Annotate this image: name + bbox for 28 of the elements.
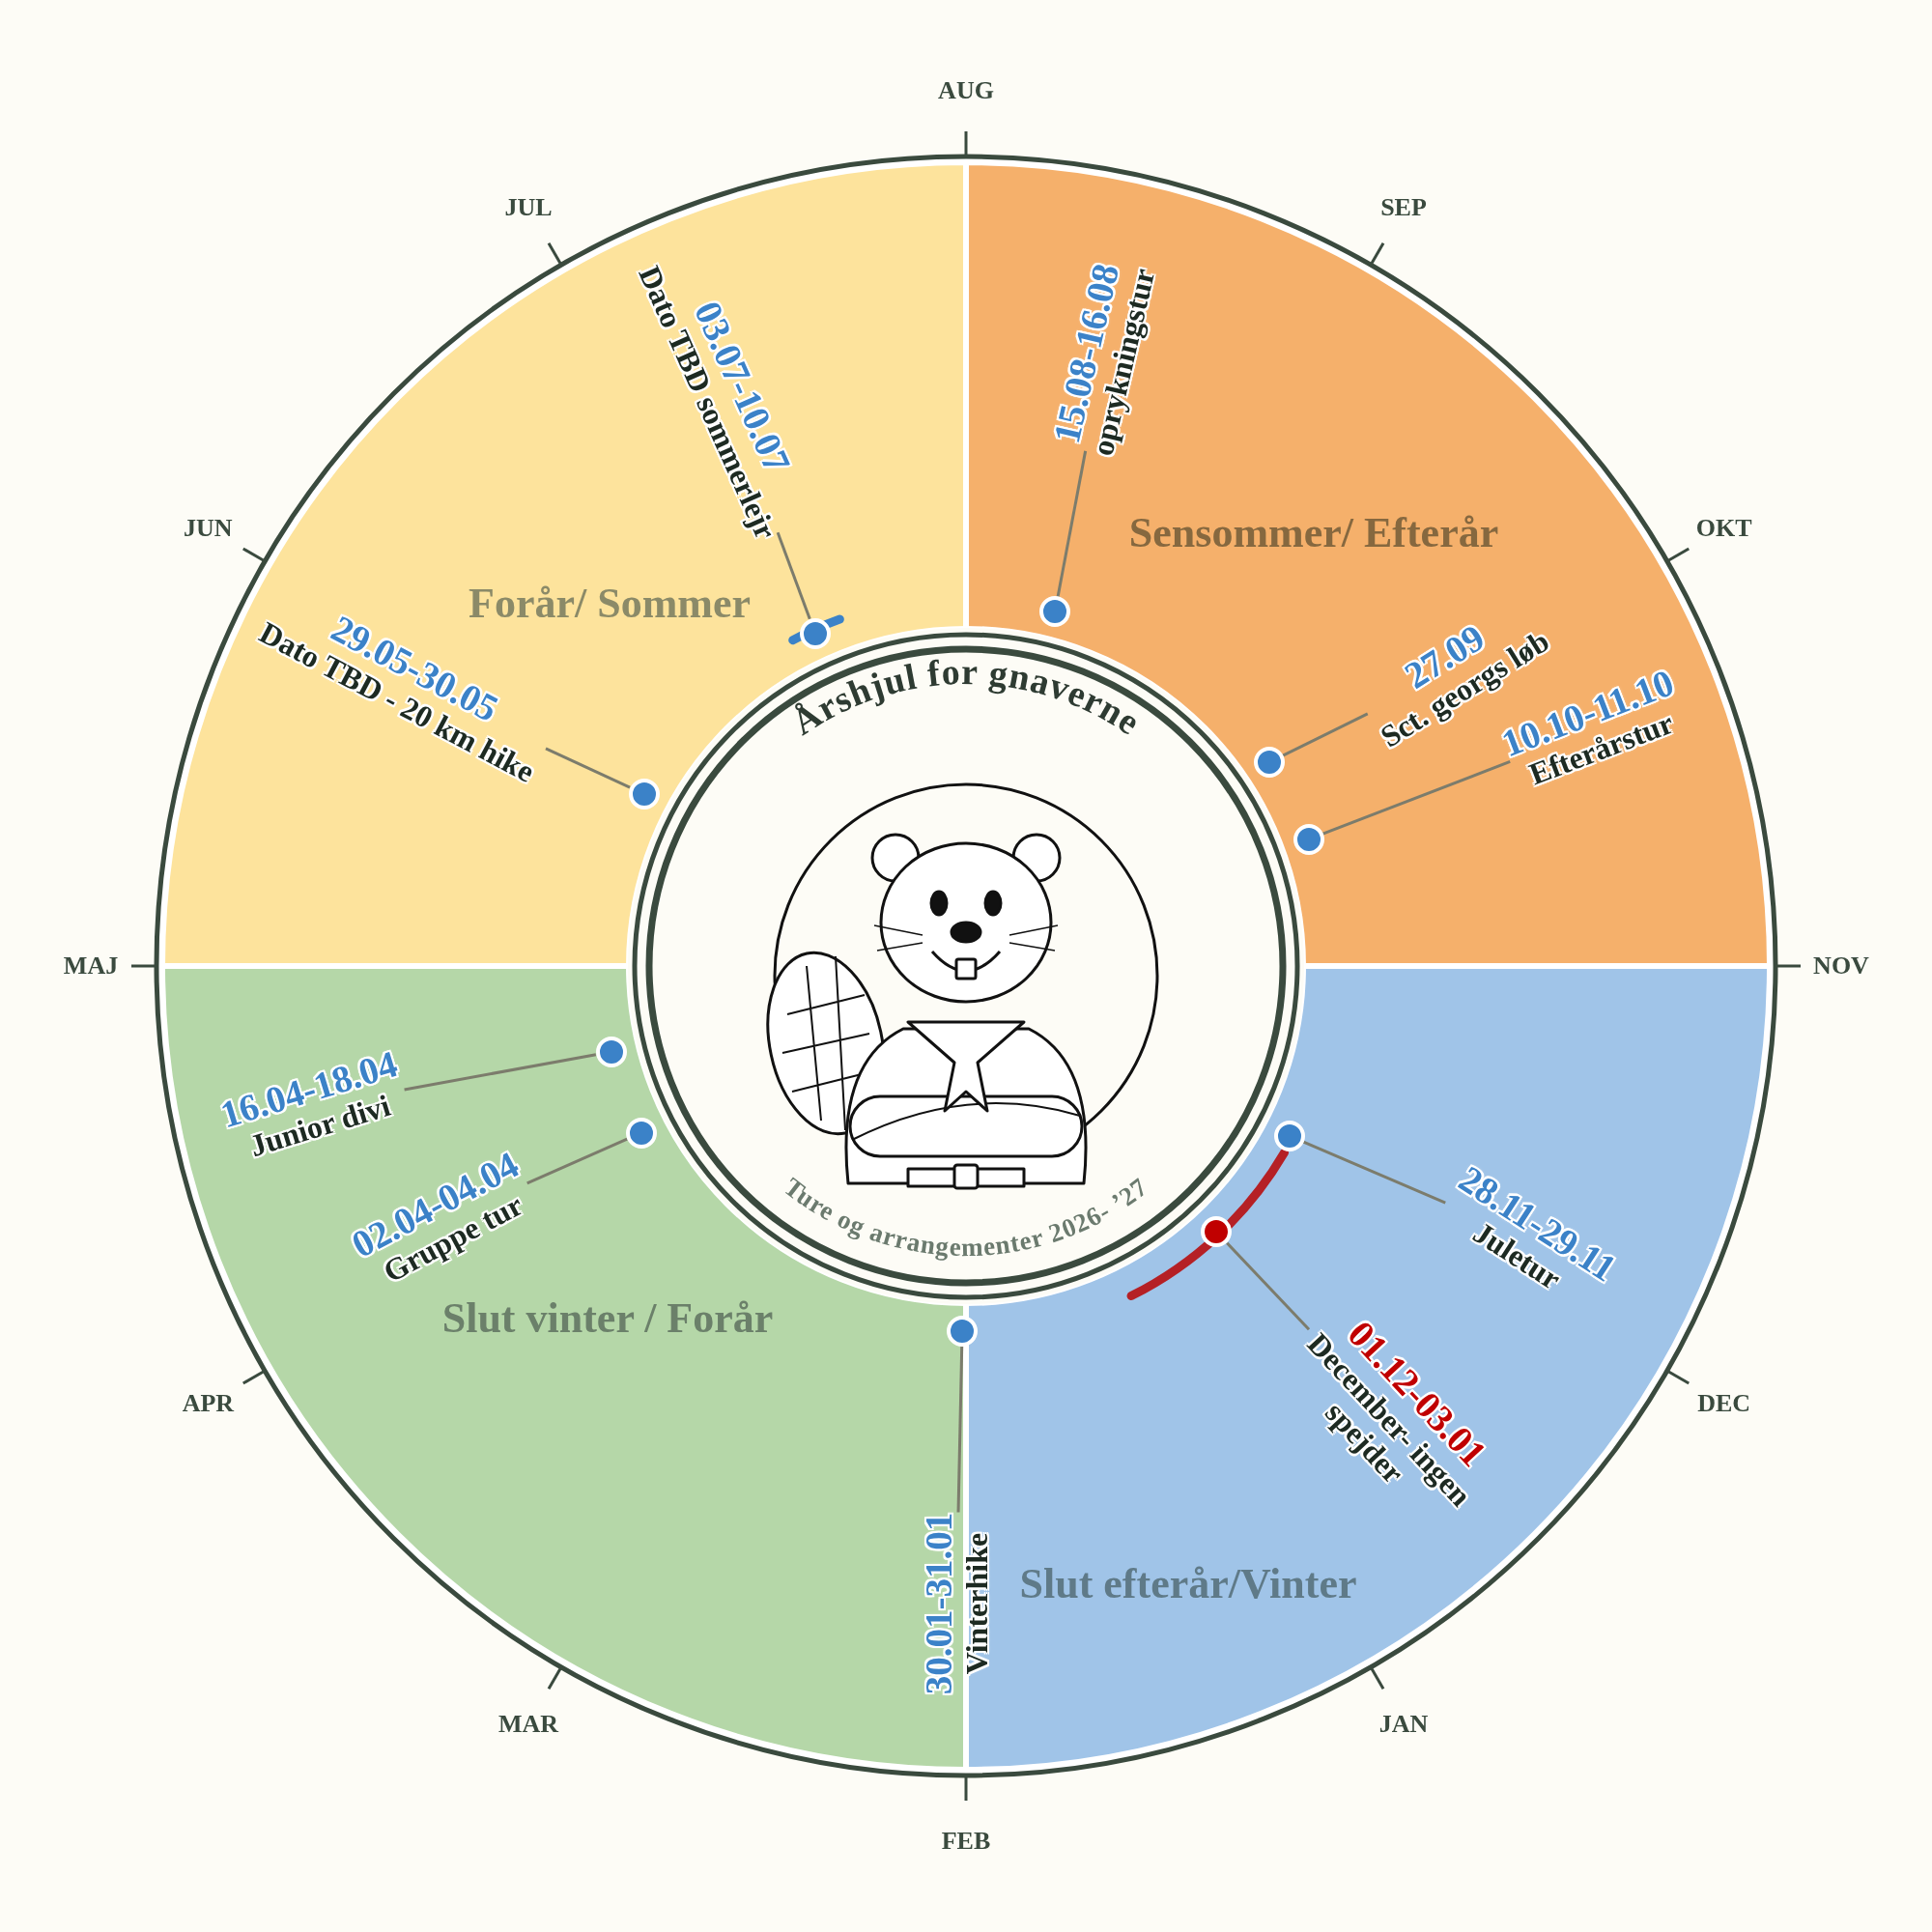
event-date: 30.01-31.01: [918, 1512, 960, 1695]
month-label: MAR: [497, 1711, 559, 1737]
month-label: FEB: [941, 1829, 991, 1854]
event-name: Vinterhike: [959, 1531, 995, 1677]
leader-line: [1056, 450, 1088, 597]
month-label: NOV: [1813, 953, 1869, 979]
leader-line: [1321, 760, 1511, 836]
season-label: Sensommer/ Efterår: [1128, 512, 1499, 554]
leader-line: [404, 1053, 597, 1092]
month-label: JUN: [184, 516, 233, 541]
month-label: JAN: [1378, 1711, 1429, 1737]
leader-line: [1226, 1241, 1311, 1331]
leader-line: [1282, 712, 1369, 757]
month-label: APR: [182, 1391, 235, 1416]
leader-line: [956, 1346, 964, 1513]
month-label: SEP: [1380, 195, 1427, 221]
season-label: Slut efterår/Vinter: [1019, 1563, 1357, 1605]
season-label: Forår/ Sommer: [469, 582, 751, 625]
month-label: DEC: [1697, 1391, 1751, 1416]
month-label: JUL: [504, 195, 553, 221]
leader-line: [526, 1137, 628, 1185]
month-label: OKT: [1695, 516, 1752, 541]
season-label: Slut vinter / Forår: [441, 1297, 774, 1340]
leader-line: [545, 747, 631, 789]
leader-line: [776, 531, 811, 620]
month-label: MAJ: [63, 953, 119, 979]
month-label: AUG: [938, 78, 994, 103]
leader-line: [1302, 1140, 1446, 1205]
